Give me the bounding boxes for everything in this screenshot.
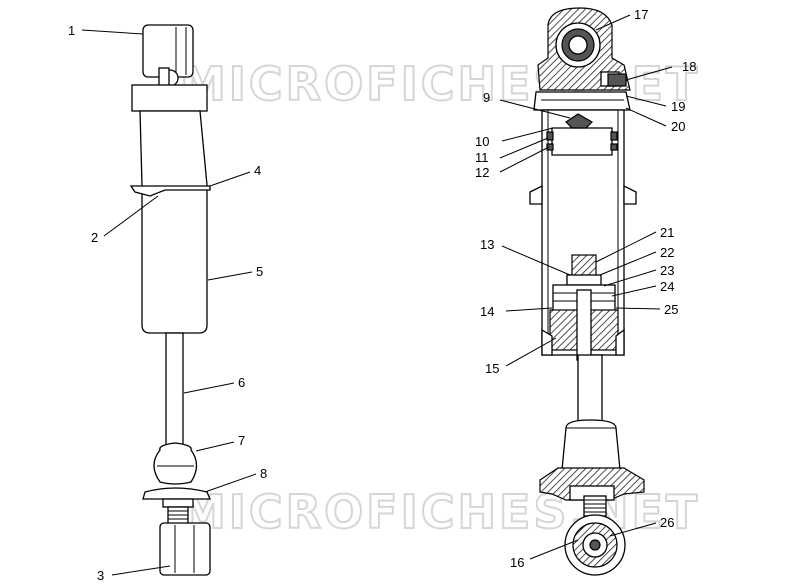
right-shock-cutaway (529, 7, 645, 576)
callout-6: 6 (238, 375, 245, 390)
callout-5: 5 (256, 264, 263, 279)
callout-9: 9 (483, 90, 490, 105)
callout-15: 15 (485, 361, 499, 376)
shock-body (139, 110, 208, 334)
callout-22: 22 (660, 245, 674, 260)
callout-26: 26 (660, 515, 674, 530)
callout-10: 10 (475, 134, 489, 149)
bottom-eye-mount (159, 522, 211, 576)
callout-16: 16 (510, 555, 524, 570)
callout-20: 20 (671, 119, 685, 134)
callout-12: 12 (475, 165, 489, 180)
callout-21: 21 (660, 225, 674, 240)
callout-18: 18 (682, 59, 696, 74)
leader-lines (81, 14, 673, 576)
callout-4: 4 (254, 163, 261, 178)
left-shock-assembly (129, 24, 211, 576)
callout-19: 19 (671, 99, 685, 114)
callout-2: 2 (91, 230, 98, 245)
callout-7: 7 (238, 433, 245, 448)
floating-piston (551, 127, 613, 156)
spring-collar (529, 184, 543, 205)
callout-labels: 1 2 3 4 5 6 7 8 9 10 11 12 13 14 15 16 1… (68, 7, 696, 583)
spring-seat (142, 487, 211, 500)
callout-23: 23 (660, 263, 674, 278)
piston-nut (571, 254, 597, 278)
cutaway-shaft (577, 354, 603, 426)
callout-3: 3 (97, 568, 104, 583)
cutaway-spring-seat (539, 467, 645, 501)
piston-shaft (165, 332, 184, 446)
callout-17: 17 (634, 7, 648, 22)
top-cap (131, 84, 208, 112)
callout-8: 8 (260, 466, 267, 481)
callout-25: 25 (664, 302, 678, 317)
callout-1: 1 (68, 23, 75, 38)
callout-13: 13 (480, 237, 494, 252)
callout-11: 11 (475, 150, 489, 165)
bump-stop (153, 442, 198, 485)
callout-14: 14 (480, 304, 494, 319)
callout-24: 24 (660, 279, 674, 294)
